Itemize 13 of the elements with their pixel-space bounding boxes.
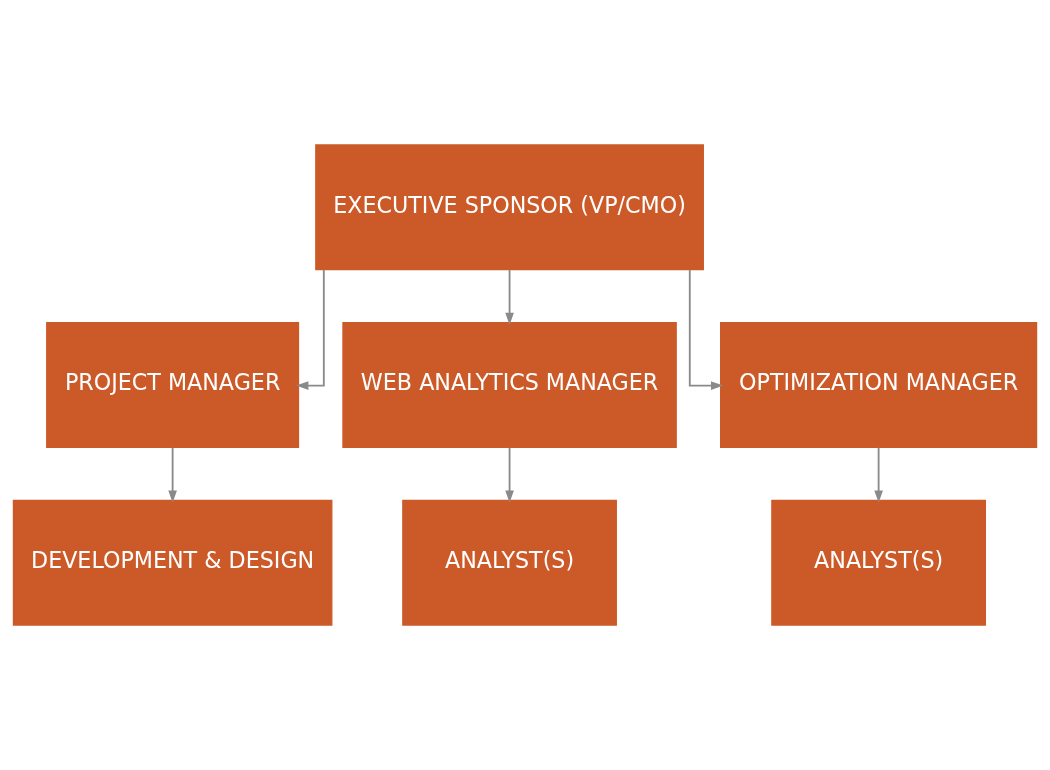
arrow <box>168 446 177 503</box>
arrow <box>505 269 514 326</box>
node-box: ANALYST(S) <box>771 499 986 626</box>
arrow <box>296 268 325 390</box>
node-box: ANALYST(S) <box>402 499 617 626</box>
arrow <box>505 446 514 503</box>
node-box: PROJECT MANAGER <box>46 322 300 448</box>
node-box: DEVELOPMENT & DESIGN <box>12 499 333 626</box>
arrow <box>874 446 883 503</box>
arrow <box>688 268 724 390</box>
node-box: WEB ANALYTICS MANAGER <box>342 322 677 448</box>
node-box: EXECUTIVE SPONSOR (VP/CMO) <box>315 144 704 271</box>
node-box: OPTIMIZATION MANAGER <box>720 322 1038 448</box>
